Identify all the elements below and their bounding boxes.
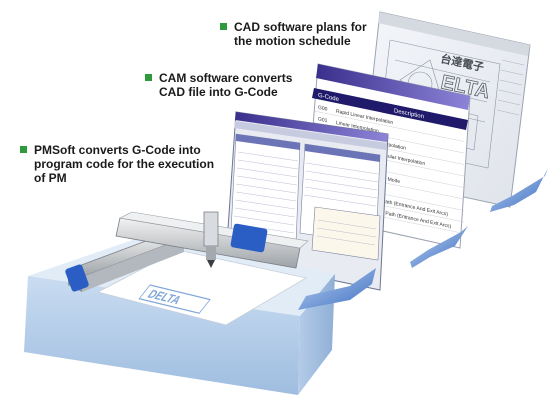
step-pm-line3: of PM <box>34 171 67 185</box>
step-pm-line2: program code for the execution <box>34 157 215 171</box>
step-cad-line2: the motion schedule <box>234 34 351 48</box>
bullet-icon <box>220 23 227 30</box>
flow-arrow <box>298 268 376 310</box>
step-cam-line1: CAM software converts <box>159 71 293 85</box>
bullet-icon <box>20 146 27 153</box>
gcode-row-code: G01 <box>318 116 328 124</box>
flow-arrow <box>490 168 548 212</box>
step-cam: CAM software converts CAD file into G-Co… <box>145 71 292 99</box>
bullet-icon <box>145 74 152 81</box>
gcode-row-divider <box>314 110 464 142</box>
step-cad: CAD software plans for the motion schedu… <box>220 20 367 48</box>
flow-arrow <box>410 226 468 268</box>
cnc-machine: DELTA <box>24 211 335 395</box>
step-pm: PMSoft converts G-Code into program code… <box>20 143 214 185</box>
step-cad-line1: CAD software plans for <box>234 20 367 34</box>
step-pm-line1: PMSoft converts G-Code into <box>34 143 201 157</box>
step-cam-line2: CAD file into G-Code <box>159 85 278 99</box>
gcode-header-code: G-Code <box>318 93 340 103</box>
gcode-row-code: G00 <box>318 105 328 113</box>
svg-text:DELTA: DELTA <box>145 287 185 307</box>
